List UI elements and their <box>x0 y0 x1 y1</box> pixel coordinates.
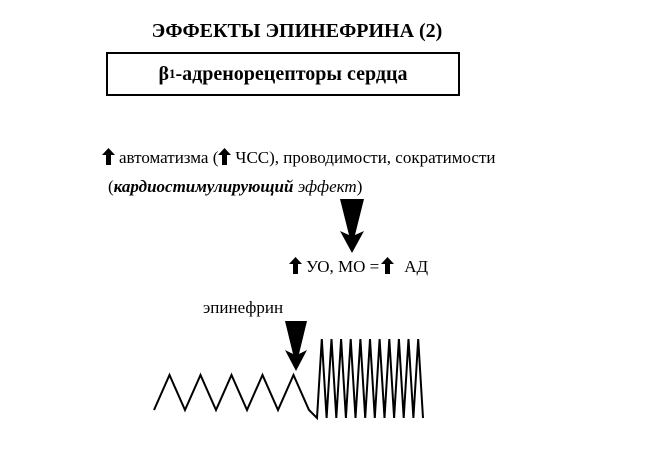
receptor-beta: β <box>158 62 169 85</box>
result-line: УО, МО = АД <box>289 256 428 278</box>
effect-close-paren: ) <box>356 177 363 196</box>
up-arrow-icon <box>102 148 115 165</box>
effects-rest: ЧСС), проводимости, сократимости <box>235 148 496 167</box>
trace-line <box>153 338 424 421</box>
slide-title: ЭФФЕКТЫ ЭПИНЕФРИНА (2) <box>151 20 443 42</box>
effects-line: автоматизма ( ЧСС), проводимости, сократ… <box>102 147 496 169</box>
effect-name-italic: эффект <box>297 177 357 196</box>
result-blood-pressure: АД <box>404 257 429 276</box>
receptor-label: -адренорецепторы сердца <box>175 62 408 85</box>
effect-name-bold: кардиостимулирующий <box>113 177 294 196</box>
up-arrow-icon <box>218 148 232 165</box>
down-arrow-icon <box>285 321 307 371</box>
drug-label: эпинефрин <box>203 298 284 317</box>
up-arrow-icon <box>381 257 395 274</box>
result-stroke-volume: УО, МО = <box>306 257 380 276</box>
effects-automatism: автоматизма ( <box>119 148 219 167</box>
up-arrow-icon <box>289 257 302 274</box>
down-arrow-icon <box>340 199 364 253</box>
effect-name-line: (кардиостимулирующий эффект) <box>108 176 362 198</box>
effect-open-paren: ( <box>108 177 114 196</box>
